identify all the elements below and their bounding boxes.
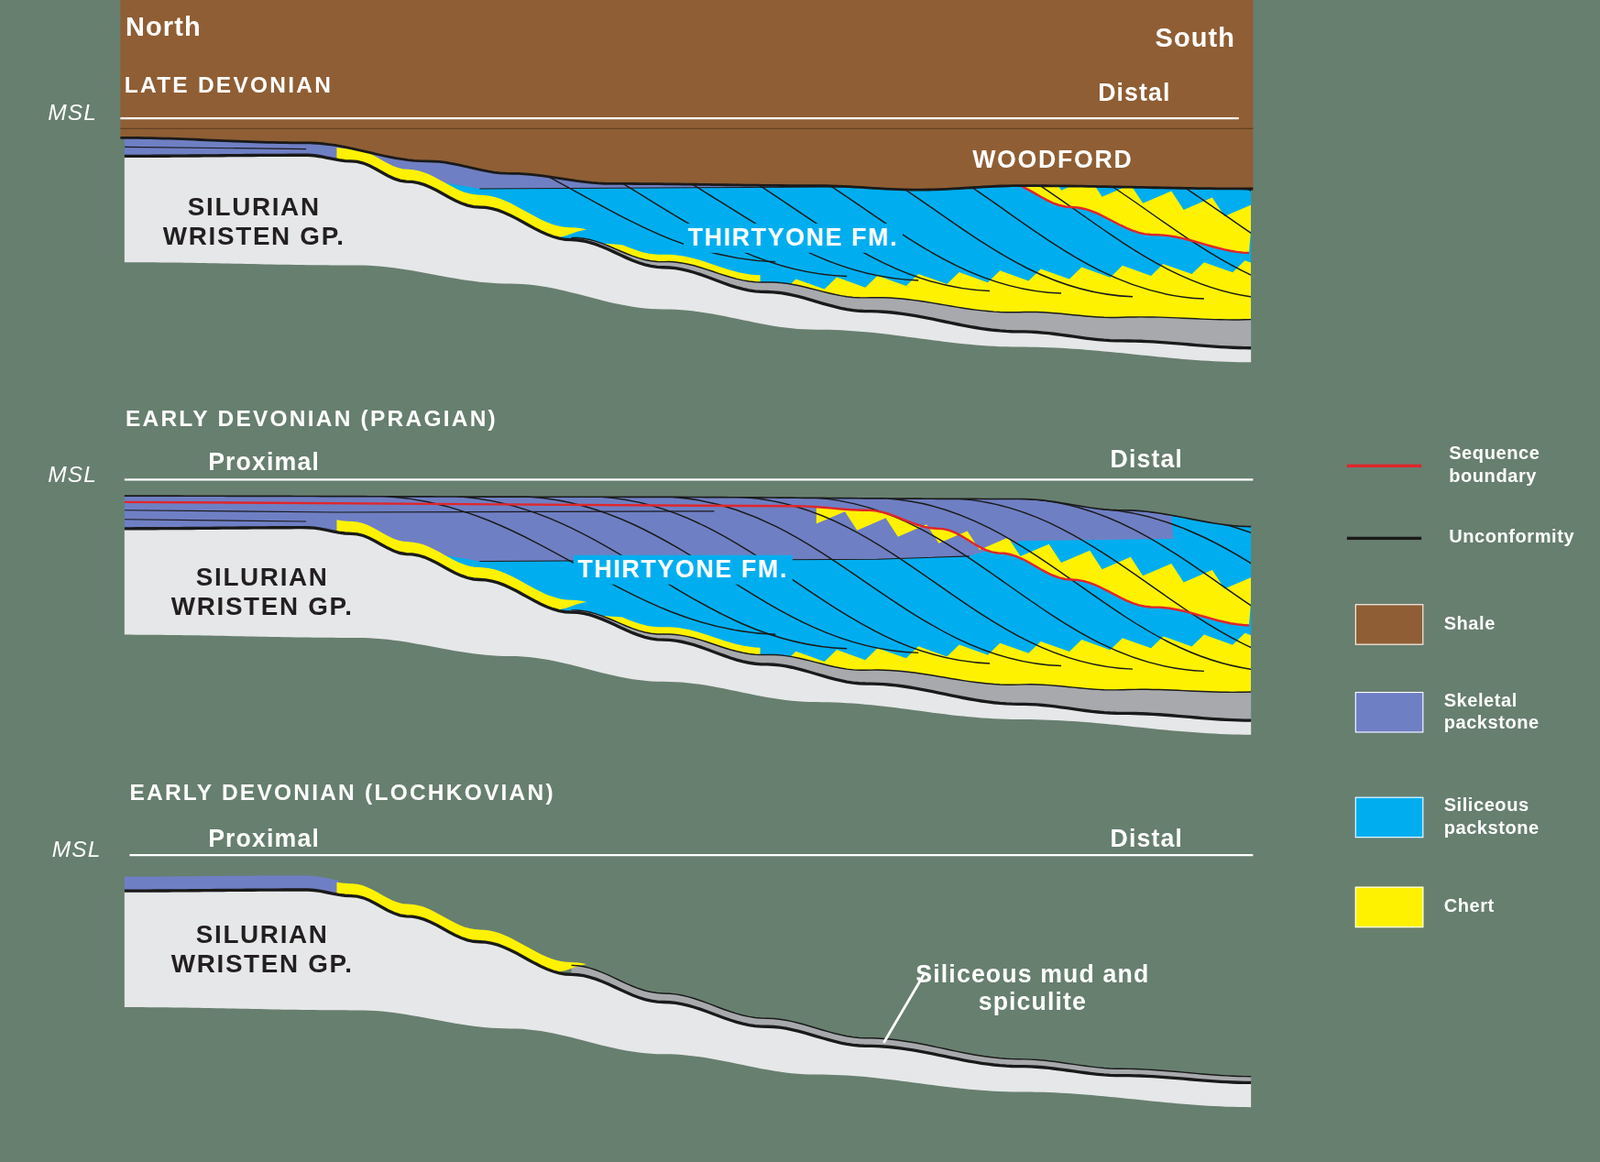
- sea-level-line: [129, 854, 1253, 856]
- direction-label: North: [125, 11, 202, 43]
- legend-swatch: [1355, 887, 1425, 929]
- clinoform: [745, 497, 1133, 669]
- wristen-group: [124, 889, 1251, 1107]
- sequence-boundary-line: [124, 502, 1250, 626]
- formation-name: SILURIAN WRISTEN GP.: [142, 191, 367, 251]
- legend-text: Skeletal packstone: [1444, 690, 1588, 735]
- legend-line-sample: [1347, 463, 1422, 467]
- chert-wedge: [796, 505, 1254, 625]
- lamina-line: [124, 519, 307, 522]
- unconformity-line: [571, 237, 1252, 319]
- sea-level-line: [120, 117, 1239, 120]
- chert-basal: [755, 260, 1274, 320]
- clinoform: [959, 498, 1348, 671]
- panel-lochkovian: [124, 875, 1251, 1107]
- clinoform: [1102, 509, 1491, 672]
- unconformity-line: [120, 137, 1253, 190]
- clinoform-lines: [124, 496, 1562, 672]
- woodford-shale: [120, 0, 1253, 190]
- position-label: Distal: [1097, 78, 1171, 108]
- panel-title: LATE DEVONIAN: [124, 72, 333, 99]
- unconformity-line: [124, 495, 1251, 527]
- formation-name: WOODFORD: [972, 144, 1133, 174]
- sea-level-line: [124, 478, 1254, 481]
- clinoform: [530, 496, 919, 653]
- shale-top-line: [120, 128, 1253, 130]
- unconformity-line: [124, 527, 1251, 721]
- lamina-line: [124, 510, 715, 513]
- legend-line-sample: [1347, 536, 1422, 539]
- sea-level-label: MSL: [47, 99, 98, 126]
- direction-label: South: [1155, 23, 1237, 55]
- legend-text: Siliceous packstone: [1444, 795, 1588, 840]
- legend-text: Shale: [1444, 613, 1588, 636]
- panel-title: EARLY DEVONIAN (LOCHKOVIAN): [129, 778, 555, 805]
- legend-swatch: [1355, 797, 1425, 839]
- position-label: Distal: [1110, 824, 1184, 854]
- unconformity-line: [571, 610, 1252, 692]
- legend-swatch: [1355, 603, 1425, 646]
- legend-text: Sequence boundary: [1448, 443, 1592, 488]
- panel-title: EARLY DEVONIAN (PRAGIAN): [125, 405, 498, 432]
- sea-level-label: MSL: [47, 460, 98, 487]
- legend-swatch: [1355, 691, 1425, 734]
- chert-slope-band: [336, 882, 587, 973]
- formation-name: THIRTYONE FM.: [573, 555, 792, 584]
- clinoform: [459, 496, 847, 649]
- legend-text: Unconformity: [1448, 526, 1592, 549]
- lamina-line: [124, 146, 307, 149]
- clinoform: [816, 497, 1205, 671]
- position-label: Proximal: [208, 824, 320, 854]
- siliceous-mud-band: [571, 237, 1252, 348]
- formation-name: THIRTYONE FM.: [683, 223, 902, 253]
- panel-pragian: [124, 495, 1562, 735]
- callout-label: Siliceous mud and spiculite: [915, 959, 1151, 1016]
- formation-name: SILURIAN WRISTEN GP.: [150, 562, 375, 622]
- position-label: Distal: [1110, 444, 1184, 473]
- formation-name: SILURIAN WRISTEN GP.: [150, 919, 375, 978]
- sea-level-label: MSL: [52, 836, 102, 863]
- legend-text: Chert: [1444, 896, 1588, 919]
- unconformity-line: [124, 889, 1251, 1083]
- siliceous-mud-band: [571, 610, 1252, 721]
- position-label: Proximal: [208, 448, 320, 477]
- chert-slope-band: [336, 519, 587, 610]
- chert-basal: [755, 632, 1274, 692]
- panel-late: [120, 0, 1561, 362]
